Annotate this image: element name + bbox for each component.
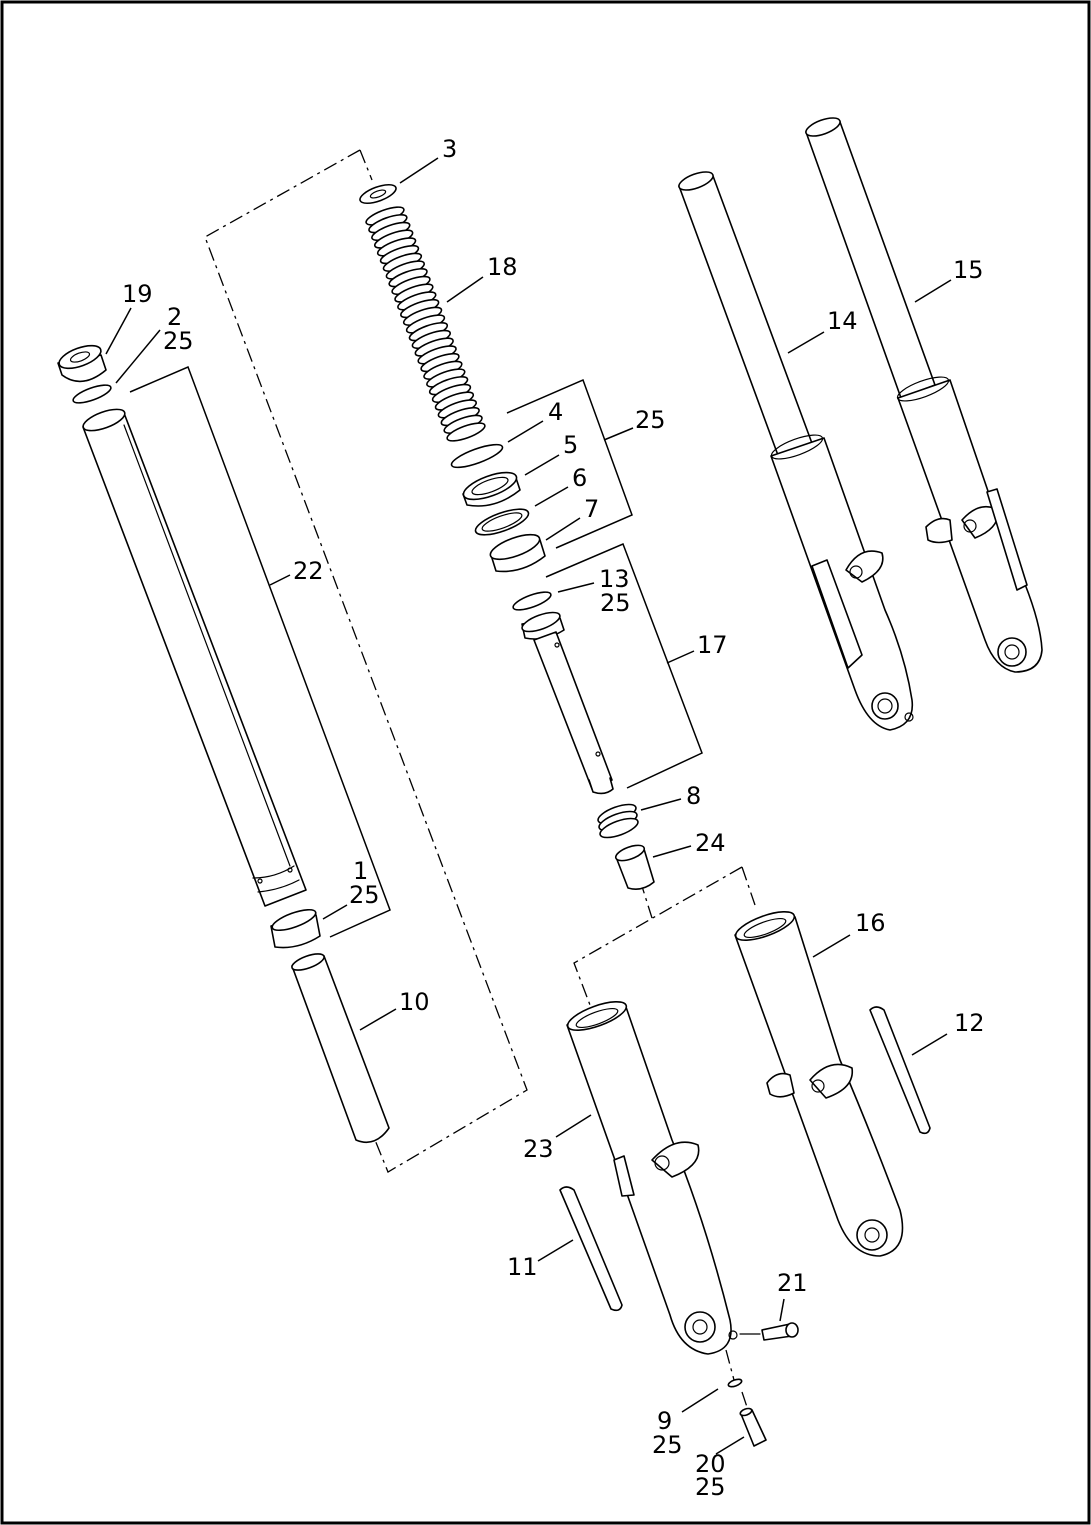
callout-23: 23: [523, 1135, 554, 1163]
bracket-tube-group: [129, 365, 391, 938]
callout-18: 18: [487, 253, 518, 281]
callout-7: 7: [584, 495, 599, 523]
assembly-bracket-bottom: [573, 866, 743, 1006]
callout-21: 21: [777, 1269, 808, 1297]
fork-slider-16: [734, 911, 904, 1257]
leader-lines: [105, 157, 952, 1455]
callout-17: 17: [697, 631, 728, 659]
bushing-7: [489, 533, 546, 573]
callout-3: 3: [442, 135, 457, 163]
slider-plate-11: [559, 1186, 623, 1312]
retaining-ring-4: [450, 443, 504, 469]
screw-21: [739, 1322, 799, 1341]
callout-5: 5: [563, 431, 578, 459]
fork-tube-22: [82, 408, 307, 907]
callout-14: 14: [827, 307, 858, 335]
rebound-spring-8: [597, 803, 639, 839]
fork-assembly-14: [678, 171, 914, 731]
callout-15: 15: [953, 256, 984, 284]
ring-13: [512, 591, 552, 611]
slider-plate-12: [869, 1006, 931, 1135]
callout-6: 6: [572, 464, 587, 492]
oil-seal-5: [462, 471, 521, 507]
bolt-20: [739, 1407, 767, 1447]
callout-8: 8: [686, 782, 701, 810]
washer-6: [474, 508, 530, 536]
callout-24: 24: [695, 829, 726, 857]
bolt-axis: [725, 1349, 749, 1411]
washer-9: [727, 1378, 743, 1388]
fork-slider-23: [566, 1001, 738, 1355]
callout-16: 16: [855, 909, 886, 937]
tube-10: [291, 953, 390, 1144]
callout-10: 10: [399, 988, 430, 1016]
fork-cap-19: [57, 344, 107, 383]
fork-assembly-15: [805, 117, 1043, 673]
callout-25: 25: [635, 406, 666, 434]
damper-tube: [521, 611, 614, 795]
oil-lock-24: [614, 844, 655, 890]
fork-spring-18: [365, 206, 486, 442]
callout-4: 4: [548, 398, 563, 426]
callout-12: 12: [954, 1009, 985, 1037]
spring-coil: [446, 422, 486, 442]
bushing-1: [270, 908, 321, 949]
o-ring-2: [72, 384, 112, 404]
bracket-damper-group: [545, 543, 703, 789]
assembly-bracket-left: [204, 149, 528, 1173]
callout-11: 11: [507, 1253, 538, 1281]
bracket-seal-group: [506, 378, 633, 549]
assembly-bracket-top: [359, 149, 373, 181]
assembly-bracket-right: [741, 866, 756, 906]
callout-19: 19: [122, 280, 153, 308]
washer-3: [359, 183, 397, 205]
callout-22: 22: [293, 557, 324, 585]
